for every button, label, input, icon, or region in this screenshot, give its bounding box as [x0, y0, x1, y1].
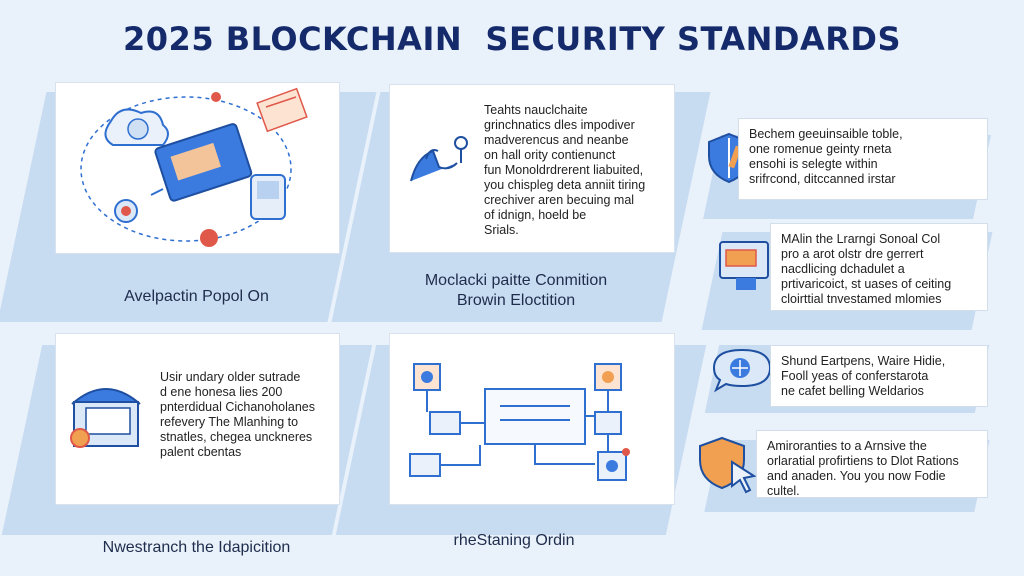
info-card: Shund Eartpens, Waire Hidie, Fooll yeas … — [770, 345, 988, 407]
house-vault-icon — [70, 388, 141, 448]
document-icon — [256, 87, 308, 133]
user-badge-icon — [114, 199, 138, 223]
arrow-icon — [150, 188, 164, 196]
panel-top-left — [55, 82, 340, 254]
flow-diagram-illustration — [409, 363, 630, 481]
panel-bottom-left: Usir undary older sutrade d ene honesa l… — [55, 333, 340, 505]
alert-dot-icon — [211, 92, 221, 102]
panel-top-middle-caption: Moclacki paitte Conmition Browin Eloctit… — [424, 272, 608, 309]
shield-cursor-icon — [699, 436, 757, 494]
info-card: MAlin the Lrarngi Sonoal Col pro a arot … — [770, 223, 988, 311]
panel-top-middle: Teahts nauclchaite grinchnatics dles imp… — [389, 84, 675, 253]
device-network-illustration — [80, 87, 308, 247]
panel-bottom-middle — [389, 333, 675, 505]
page-title: 2025 BLOCKCHAIN SECURITY STANDARDS — [123, 20, 901, 58]
info-card: Amiroranties to a Arnsive the orlaratial… — [756, 430, 988, 498]
info-card: Bechem geeuinsaible toble, one romenue g… — [738, 118, 988, 200]
panel-top-middle-text: Teahts nauclchaite grinchnatics dles imp… — [484, 103, 646, 237]
panel-top-left-caption: Avelpactin Popol On — [124, 288, 269, 305]
laptop-card-icon — [154, 123, 253, 202]
panel-bottom-left-text: Usir undary older sutrade d ene honesa l… — [160, 370, 315, 459]
phone-device-icon — [250, 174, 286, 220]
globe-chat-icon — [712, 348, 772, 393]
panel-bottom-left-caption: Nwestranch the Idapicition — [102, 539, 291, 556]
panel-bottom-middle-caption: rheStaning Ordin — [453, 532, 575, 549]
lock-dot-icon — [200, 229, 218, 247]
card-window-icon — [719, 241, 769, 290]
cloud-icon — [104, 108, 169, 146]
hand-key-icon — [410, 136, 468, 182]
